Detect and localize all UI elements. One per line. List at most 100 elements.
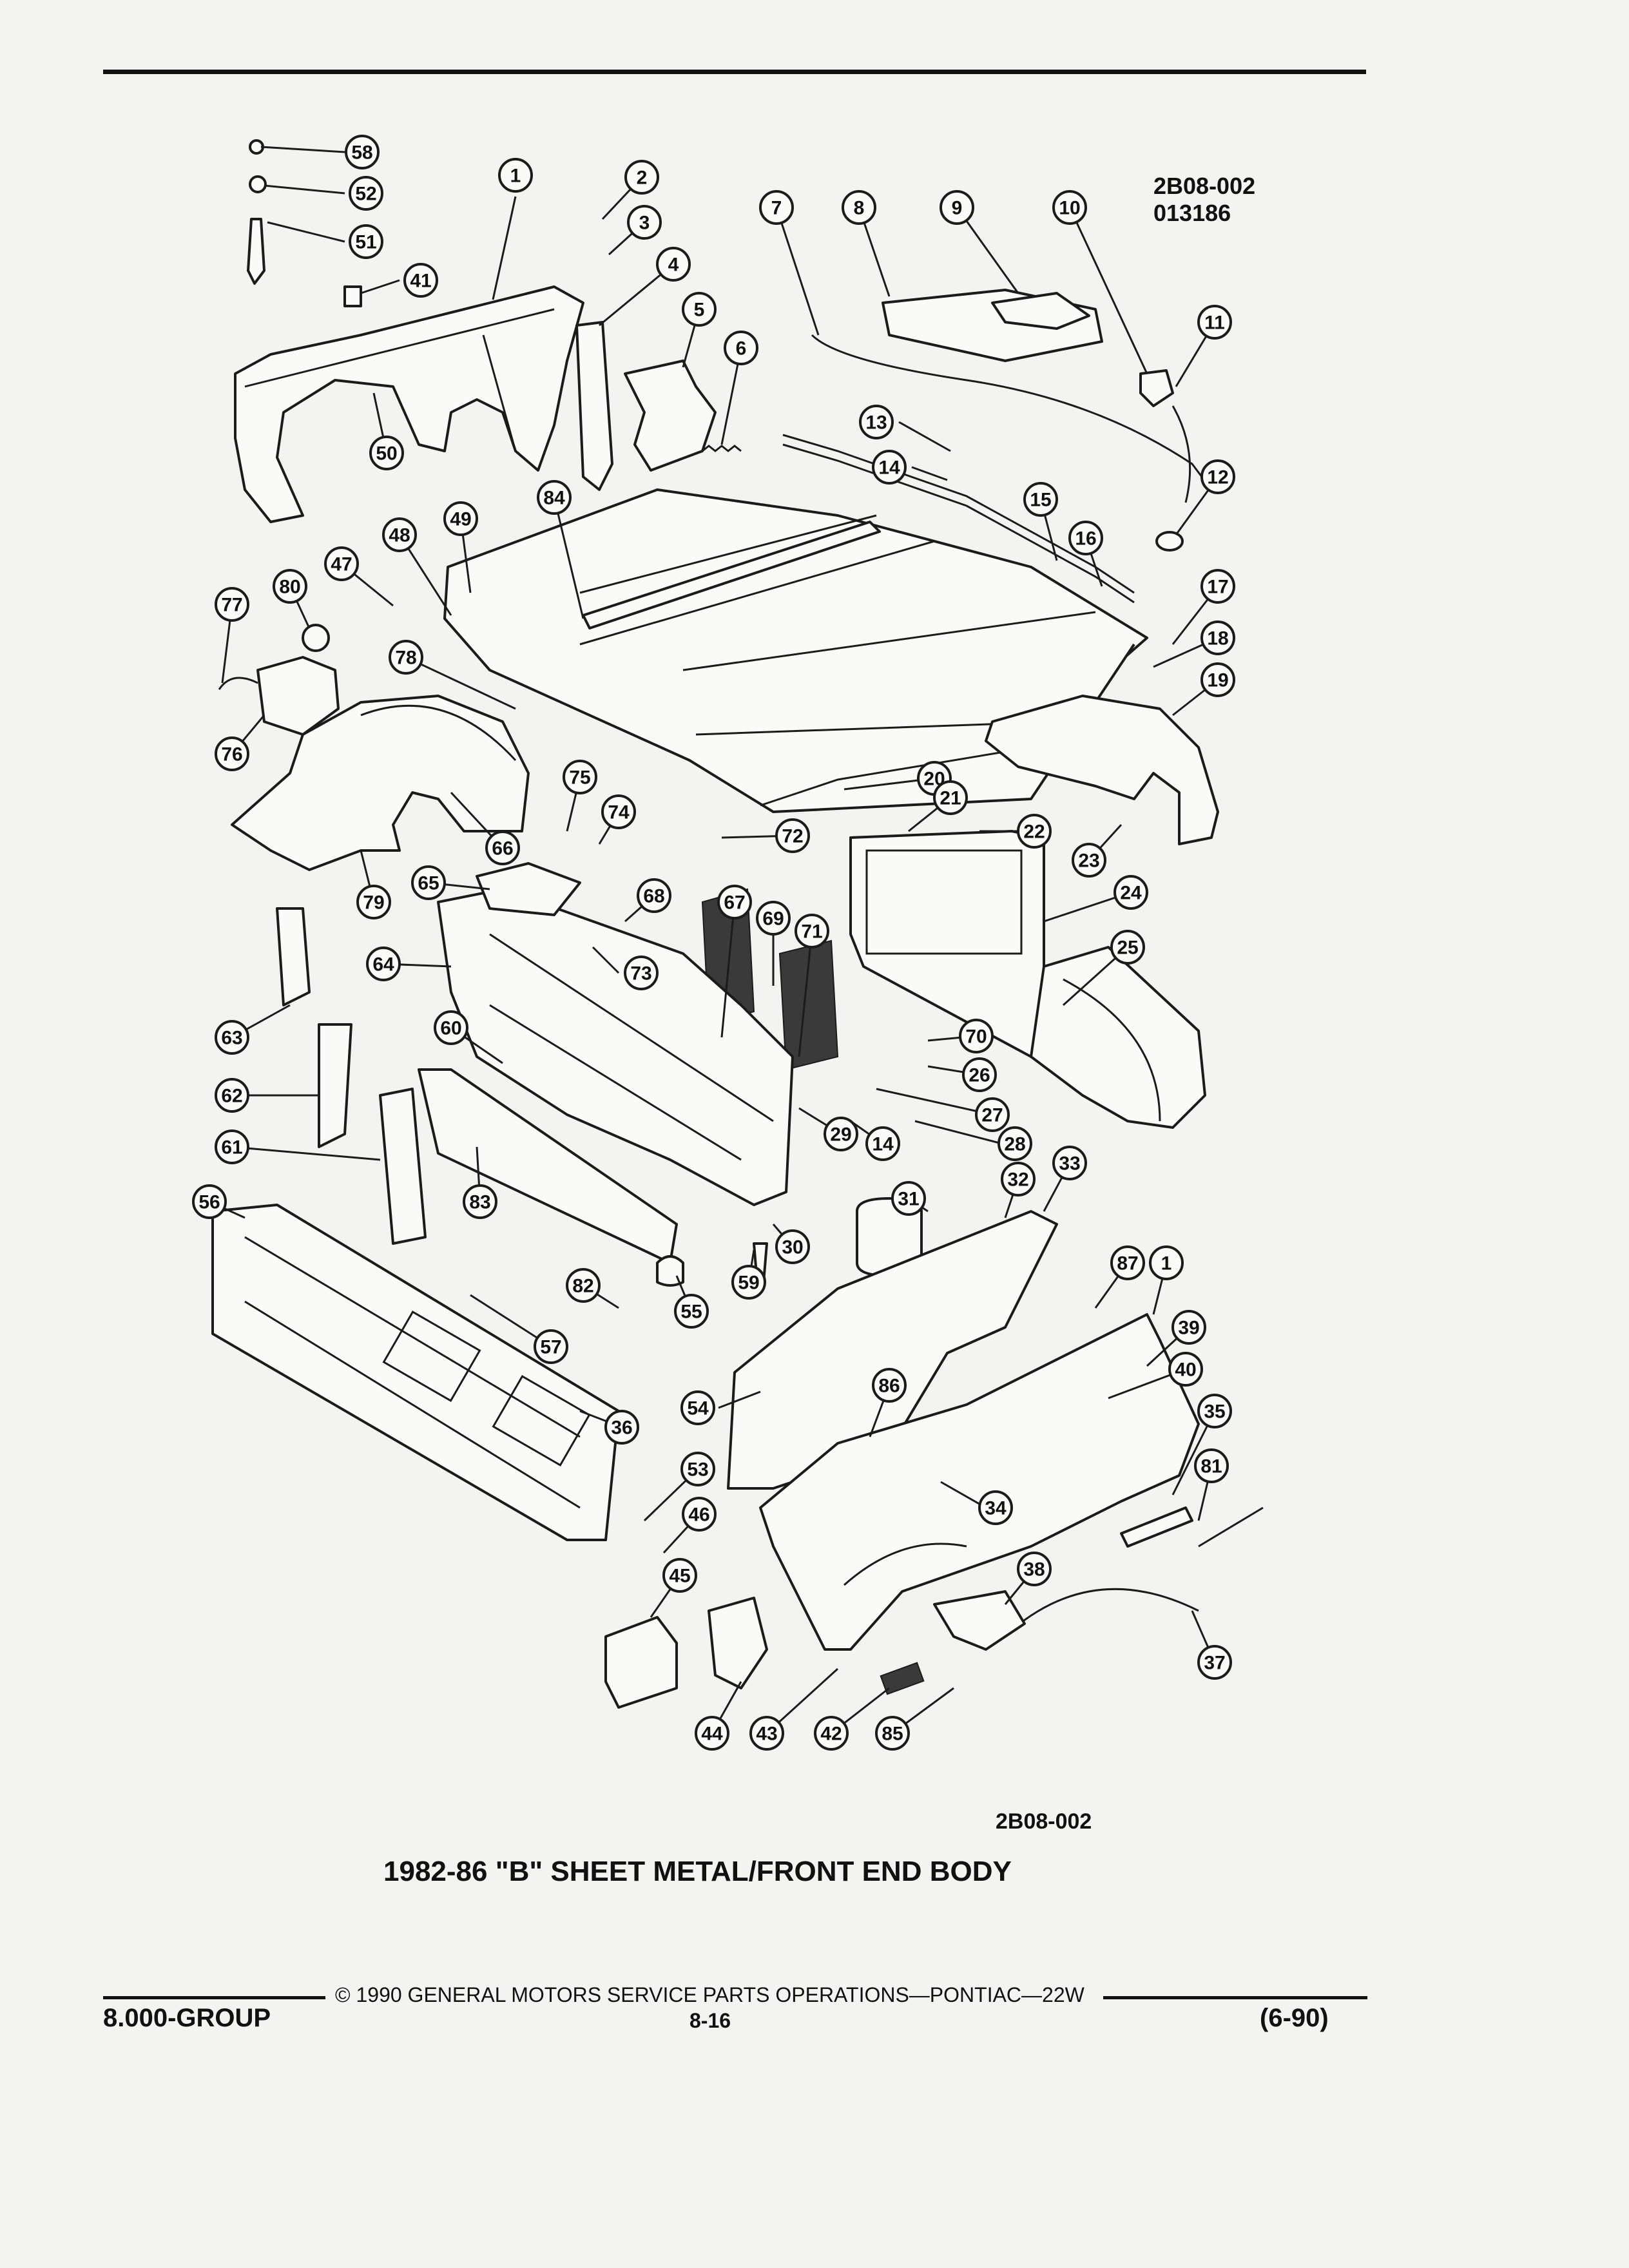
callout-label: 81	[1200, 1456, 1222, 1477]
callout-label: 68	[643, 886, 664, 907]
footer-rule-right	[1103, 1996, 1367, 1999]
callout-5: 5	[682, 292, 717, 327]
callout-circle	[865, 1126, 900, 1161]
callout-label: 84	[543, 488, 565, 509]
callout-circle	[1072, 843, 1106, 878]
callout-circle	[775, 818, 810, 853]
callout-circle	[215, 1129, 249, 1164]
callout-77: 77	[215, 587, 249, 622]
callout-label: 33	[1059, 1153, 1080, 1175]
callout-circle	[637, 878, 671, 913]
callout-24: 24	[1113, 875, 1148, 910]
callout-45: 45	[662, 1558, 697, 1593]
callout-23: 23	[1072, 843, 1106, 878]
callout-label: 31	[898, 1189, 919, 1210]
callout-label: 66	[492, 838, 513, 860]
callout-label: 60	[440, 1018, 461, 1039]
callout-83: 83	[463, 1184, 497, 1219]
callout-39: 39	[1171, 1310, 1206, 1345]
callout-circle	[872, 1368, 907, 1403]
cable-clip-part	[1155, 531, 1184, 552]
callout-circle	[717, 885, 752, 919]
callout-label: 45	[669, 1566, 690, 1587]
callout-circle	[604, 1410, 639, 1445]
callout-circle	[443, 501, 478, 536]
callout-9: 9	[940, 190, 974, 225]
callout-57: 57	[534, 1329, 568, 1364]
callout-29: 29	[824, 1117, 858, 1151]
callout-label: 27	[981, 1105, 1003, 1126]
callout-circle	[411, 865, 446, 900]
callout-27: 27	[975, 1097, 1010, 1132]
callout-70: 70	[959, 1019, 994, 1053]
callout-label: 41	[410, 271, 431, 292]
callout-label: 32	[1007, 1169, 1028, 1191]
callout-13: 13	[859, 405, 894, 439]
callout-59: 59	[731, 1265, 766, 1300]
radiator-part	[849, 830, 1045, 1058]
callout-circle	[624, 160, 659, 195]
callout-label: 25	[1117, 937, 1138, 959]
callout-label: 53	[687, 1459, 708, 1481]
callout-30: 30	[775, 1229, 810, 1264]
callout-label: 10	[1059, 198, 1080, 219]
callout-circle	[215, 736, 249, 771]
wheelhouse-left-part	[231, 695, 530, 871]
bracket-41-part	[343, 285, 362, 307]
callout-label: 67	[724, 892, 745, 914]
callout-label: 42	[820, 1724, 842, 1745]
callout-75: 75	[563, 760, 597, 794]
callout-circle	[215, 1020, 249, 1055]
callout-63: 63	[215, 1020, 249, 1055]
callout-label: 40	[1175, 1360, 1196, 1381]
washer-reservoir-part	[604, 1616, 678, 1709]
callout-label: 18	[1207, 628, 1228, 649]
callout-label: 52	[355, 184, 376, 205]
callout-circle	[345, 135, 380, 169]
callout-circle	[273, 569, 307, 604]
callout-65: 65	[411, 865, 446, 900]
callout-label: 1	[510, 166, 521, 187]
footer-date: (6-90)	[1260, 2004, 1329, 2032]
diagram-ref-sub: 013186	[1153, 200, 1231, 226]
callout-label: 29	[830, 1124, 851, 1146]
hood-seal-part	[811, 334, 1213, 490]
callout-circle	[859, 405, 894, 439]
callout-label: 37	[1204, 1653, 1225, 1674]
callout-74: 74	[601, 794, 636, 829]
radiator-core-part	[865, 849, 1023, 955]
callout-circle	[824, 1117, 858, 1151]
callout-81: 81	[1194, 1448, 1229, 1483]
callout-38: 38	[1017, 1552, 1052, 1586]
callout-34: 34	[978, 1490, 1013, 1525]
callout-26: 26	[962, 1057, 997, 1092]
callout-circle	[403, 263, 438, 298]
callout-73: 73	[624, 956, 659, 990]
callout-46: 46	[682, 1497, 717, 1532]
callout-16: 16	[1068, 521, 1103, 555]
callout-circle	[485, 831, 520, 865]
diagram-ref-code: 2B08-002	[1153, 173, 1256, 199]
callout-circle	[842, 190, 876, 225]
callout-label: 14	[878, 457, 900, 479]
callout-circle	[775, 1229, 810, 1264]
diagram-bottom-ref: 2B08-002	[996, 1809, 1092, 1834]
callout-circle	[749, 1716, 784, 1751]
callout-3: 3	[627, 205, 662, 240]
diagram-title: 1982-86 "B" SHEET METAL/FRONT END BODY	[383, 1856, 1012, 1887]
callout-circle	[1110, 1245, 1145, 1280]
front-fender-lower-part	[727, 1210, 1058, 1490]
fender-seal-part	[575, 321, 613, 491]
callout-label: 35	[1204, 1401, 1225, 1423]
callout-37: 37	[1197, 1645, 1232, 1680]
callout-54: 54	[680, 1390, 715, 1425]
callout-label: 86	[878, 1376, 900, 1397]
reservoir-cap-part	[302, 624, 330, 652]
callout-circle	[498, 158, 533, 193]
callout-circle	[656, 247, 691, 282]
callout-label: 64	[372, 954, 394, 975]
callout-4: 4	[656, 247, 691, 282]
hood-latch-part	[1139, 369, 1174, 407]
callout-1: 1	[1149, 1245, 1184, 1280]
